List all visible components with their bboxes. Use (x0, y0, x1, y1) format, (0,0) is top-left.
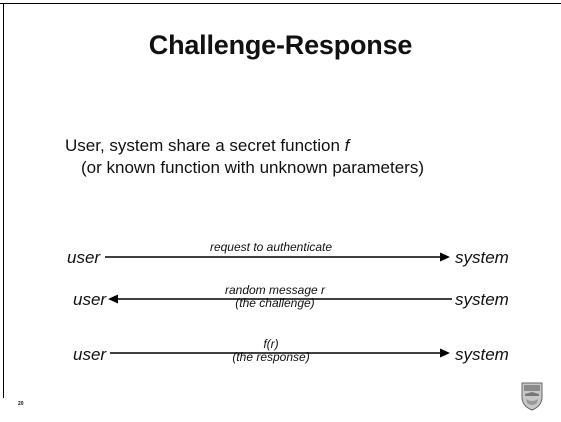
page-number: 20 (18, 401, 24, 407)
body-text-prefix: User, system share a secret function (65, 136, 345, 155)
body-text-line-1: User, system share a secret function f (65, 136, 349, 156)
exchange-3-user: user (73, 345, 107, 364)
exchange-2-user: user (73, 290, 107, 309)
slide-border-left (3, 3, 4, 398)
body-text-line-2: (or known function with unknown paramete… (81, 158, 424, 177)
function-variable: f (344, 136, 350, 155)
exchange-3-label-line-1: f(r) (263, 337, 279, 351)
exchange-2-system: system (455, 290, 509, 309)
exchange-3-arrow (110, 348, 450, 358)
exchange-1-label: request to authenticate (209, 240, 333, 254)
exchange-1-system: system (455, 248, 509, 267)
exchange-1-arrow (105, 252, 450, 262)
exchange-2-arrow (108, 294, 452, 304)
slide-title: Challenge-Response (148, 30, 413, 60)
exchange-2-label-line-1: random message r (224, 283, 326, 297)
exchange-1-user: user (67, 248, 101, 267)
slide-border-top (0, 3, 561, 4)
exchange-3-system: system (455, 345, 509, 364)
university-crest-icon (521, 382, 543, 411)
